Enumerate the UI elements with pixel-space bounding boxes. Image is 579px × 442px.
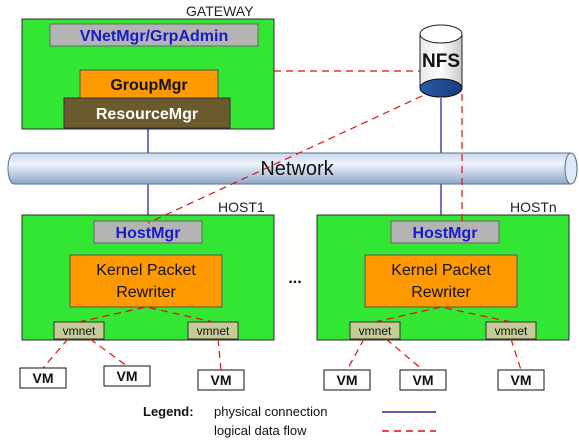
nfs-cylinder-bottom bbox=[419, 78, 463, 98]
network-pipe-end bbox=[564, 152, 578, 185]
nfs-cylinder-top bbox=[419, 24, 463, 44]
flow-vmnetnl-vm2 bbox=[385, 338, 424, 371]
hostn-vm-1-box bbox=[323, 369, 371, 391]
hostn-node: HOSTn HostMgr Kernel Packet Rewriter vmn… bbox=[316, 199, 570, 341]
legend-physical-label: physical connection bbox=[214, 404, 327, 419]
resourcemgr-box bbox=[63, 97, 231, 129]
host1-vmnet-left-label: vmnet bbox=[63, 324, 96, 338]
nfs-storage: NFS bbox=[419, 24, 463, 98]
host1-vm-2-box bbox=[103, 365, 151, 387]
resourcemgr-label: ResourceMgr bbox=[96, 106, 198, 123]
logical-flows bbox=[42, 70, 522, 371]
host1-hostmgr-box bbox=[93, 220, 203, 244]
hostn-vmnet-left-label: vmnet bbox=[359, 324, 392, 338]
host1-kpr-box bbox=[69, 254, 223, 308]
hostn-vm-1-label: VM bbox=[337, 372, 358, 388]
host1-hostmgr-label: HostMgr bbox=[116, 225, 181, 242]
host1-vm-2-label: VM bbox=[117, 368, 138, 384]
flow-vmnet1l-vm1 bbox=[42, 338, 69, 369]
gateway-node: GATEWAY VNetMgr/GrpAdmin GroupMgr Resour… bbox=[21, 3, 275, 130]
legend-title: Legend: bbox=[143, 404, 194, 419]
host1-title: HOST1 bbox=[218, 199, 265, 215]
hosts-ellipsis: ... bbox=[288, 270, 301, 287]
legend-logical-label: logical data flow bbox=[214, 423, 307, 438]
vm-boxes: VM VM VM VM VM VM bbox=[19, 365, 545, 391]
network-bus: Network bbox=[7, 152, 578, 185]
flow-vmnet1l-vm2 bbox=[89, 338, 128, 367]
network-label: Network bbox=[260, 158, 334, 180]
hostn-vm-3-label: VM bbox=[511, 372, 532, 388]
host1-vm-3-box bbox=[197, 369, 245, 391]
vnetmgr-label: VNetMgr/GrpAdmin bbox=[80, 28, 228, 45]
hostn-hostmgr-label: HostMgr bbox=[413, 225, 478, 242]
groupmgr-box bbox=[79, 69, 219, 99]
vnetmgr-box bbox=[49, 23, 259, 47]
hostn-vm-3-box bbox=[497, 369, 545, 391]
hostn-title: HOSTn bbox=[510, 199, 557, 215]
flow-kpr1-to-vmnets bbox=[78, 306, 214, 323]
host1-node: HOST1 HostMgr Kernel Packet Rewriter vmn… bbox=[21, 199, 275, 341]
hostn-hostmgr-box bbox=[390, 220, 500, 244]
host1-vm-1-label: VM bbox=[33, 370, 54, 386]
hostn-kpr-box bbox=[364, 254, 518, 308]
flow-vmnetnr-vm3 bbox=[510, 338, 522, 371]
nfs-label: NFS bbox=[422, 51, 460, 72]
groupmgr-label: GroupMgr bbox=[110, 77, 187, 94]
legend: Legend: physical connection logical data… bbox=[143, 404, 436, 438]
hostn-kpr-line2: Rewriter bbox=[411, 284, 471, 301]
hostn-kpr-line1: Kernel Packet bbox=[391, 262, 491, 279]
flow-nfs-to-host1 bbox=[147, 95, 423, 224]
host1-vmnet-right-label: vmnet bbox=[197, 324, 230, 338]
hostn-vm-2-label: VM bbox=[413, 372, 434, 388]
hostn-vmnet-right-label: vmnet bbox=[495, 324, 528, 338]
flow-vmnet1r-vm3 bbox=[217, 338, 222, 371]
host1-kpr-line2: Rewriter bbox=[116, 284, 176, 301]
host1-kpr-line1: Kernel Packet bbox=[96, 262, 196, 279]
host1-vm-3-label: VM bbox=[211, 372, 232, 388]
flow-vmnetnl-vm1 bbox=[346, 338, 365, 371]
gateway-title: GATEWAY bbox=[186, 3, 254, 19]
